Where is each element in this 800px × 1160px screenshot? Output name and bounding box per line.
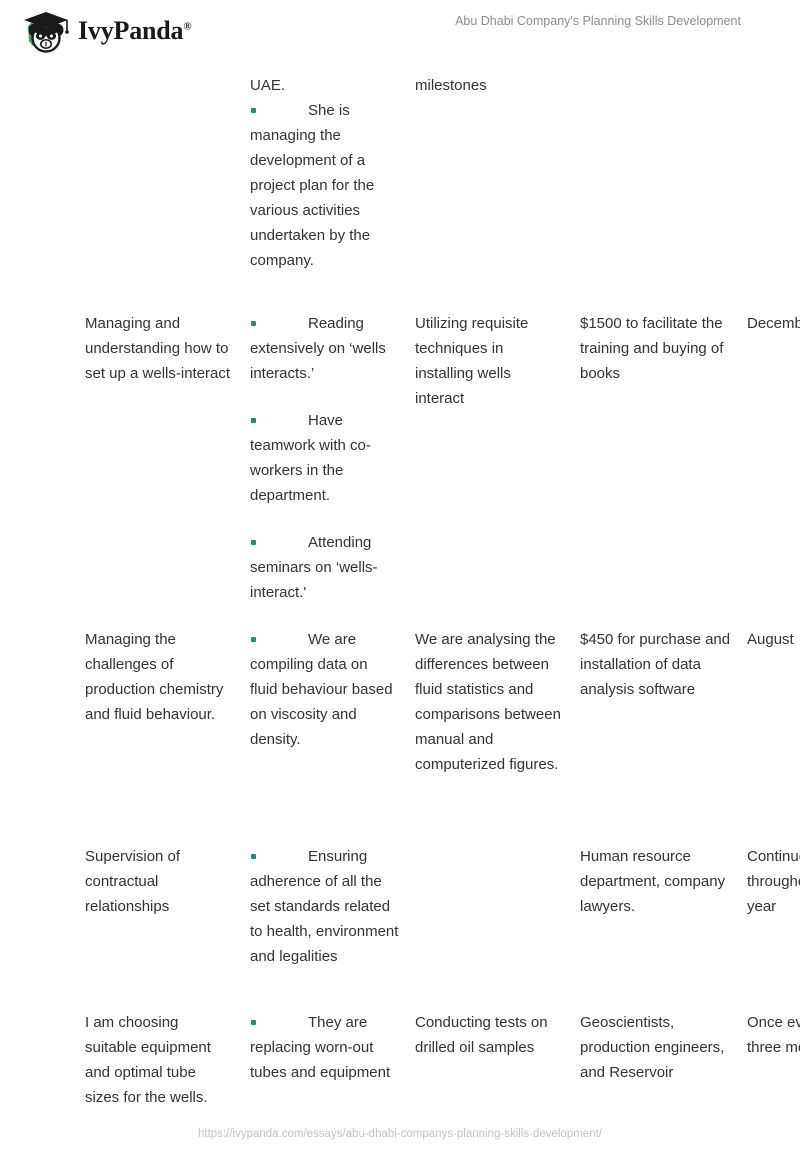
table-cell: Supervision of contractual relationships <box>85 833 250 930</box>
table-cell: UAE. She is managing the development of a… <box>250 62 415 284</box>
table-cell: December <box>747 300 800 347</box>
list-item: Have teamwork with co-workers in the dep… <box>250 412 371 504</box>
table-cell: I am choosing suitable equipment and opt… <box>85 999 250 1121</box>
table-cell: Reading extensively on ‘wells interacts.… <box>250 300 415 616</box>
bullet-dot-icon <box>251 108 256 113</box>
table-cell: Managing the challenges of production ch… <box>85 616 250 738</box>
cell-text: Conducting tests on drilled oil samples <box>415 1014 548 1056</box>
table-cell <box>415 833 580 855</box>
table-cell <box>580 62 747 84</box>
page-footer: https://ivypanda.com/essays/abu-dhabi-co… <box>0 1124 800 1142</box>
cell-text: Human resource department, company lawye… <box>580 848 726 915</box>
cell-text: We are analysing the differences between… <box>415 631 561 773</box>
ivypanda-logo[interactable]: IvyPanda® <box>18 8 192 54</box>
cell-text: Geoscientists, production engineers, and… <box>580 1014 725 1081</box>
table-row: Managing the challenges of production ch… <box>0 616 800 833</box>
table-gutter <box>0 62 85 84</box>
table-cell: Human resource department, company lawye… <box>580 833 747 930</box>
cell-text: Managing and understanding how to set up… <box>85 315 231 382</box>
table-cell: August <box>747 616 800 663</box>
brand-wordmark: IvyPanda® <box>78 16 192 45</box>
list-item: Attending seminars on ‘wells-interact.' <box>250 534 378 601</box>
plan-table: UAE. She is managing the development of a… <box>0 62 800 1121</box>
table-cell: Conducting tests on drilled oil samples <box>415 999 580 1071</box>
list-item: We are compiling data on fluid behaviour… <box>250 631 393 748</box>
list-item: Reading extensively on ‘wells interacts.… <box>250 315 386 382</box>
table-cell <box>85 62 250 84</box>
cell-text: December <box>747 315 800 332</box>
list-item: They are replacing worn-out tubes and eq… <box>250 1014 391 1081</box>
panda-graduate-logo-icon <box>24 12 69 53</box>
document-title: Abu Dhabi Company's Planning Skills Deve… <box>455 14 741 28</box>
table-row: I am choosing suitable equipment and opt… <box>0 999 800 1121</box>
bullet-dot-icon <box>251 854 256 859</box>
table-cell: Geoscientists, production engineers, and… <box>580 999 747 1096</box>
table-gutter <box>0 999 85 1021</box>
table-cell: milestones <box>415 62 580 109</box>
cell-text: $1500 to facilitate the training and buy… <box>580 315 724 382</box>
table-cell: Once every three months <box>747 999 800 1071</box>
cell-text: Managing the challenges of production ch… <box>85 631 224 723</box>
table-cell: Utilizing requisite techniques in instal… <box>415 300 580 422</box>
bullet-dot-icon <box>251 540 256 545</box>
list-item: She is managing the development of a pro… <box>250 102 375 269</box>
source-url: https://ivypanda.com/essays/abu-dhabi-co… <box>198 1128 602 1140</box>
cell-text: I am choosing suitable equipment and opt… <box>85 1014 211 1106</box>
table-cell: $450 for purchase and installation of da… <box>580 616 747 713</box>
cell-text: Continuous throughout the year <box>747 848 800 915</box>
cell-text: Utilizing requisite techniques in instal… <box>415 315 529 407</box>
table-cell: They are replacing worn-out tubes and eq… <box>250 999 415 1096</box>
cell-text: August <box>747 631 794 648</box>
table-cell: We are analysing the differences between… <box>415 616 580 788</box>
bullet-dot-icon <box>251 1020 256 1025</box>
table-cell: Continuous throughout the year <box>747 833 800 930</box>
table-cell: We are compiling data on fluid behaviour… <box>250 616 415 763</box>
page-header: IvyPanda® Abu Dhabi Company's Planning S… <box>0 0 800 62</box>
cell-text: UAE. <box>250 77 286 94</box>
table-cell: Ensuring adherence of all the set standa… <box>250 833 415 980</box>
table-gutter <box>0 300 85 322</box>
list-item: Ensuring adherence of all the set standa… <box>250 848 399 965</box>
bullet-dot-icon <box>251 637 256 642</box>
bullet-dot-icon <box>251 418 256 423</box>
table-row: Supervision of contractual relationships… <box>0 833 800 999</box>
table-row: UAE. She is managing the development of a… <box>0 62 800 300</box>
cell-text: $450 for purchase and installation of da… <box>580 631 731 698</box>
table-gutter <box>0 616 85 638</box>
table-cell <box>747 62 800 84</box>
table-cell: $1500 to facilitate the training and buy… <box>580 300 747 397</box>
table-gutter <box>0 833 85 855</box>
table-cell: Managing and understanding how to set up… <box>85 300 250 397</box>
registered-trademark-mark: ® <box>183 20 192 33</box>
table-row: Managing and understanding how to set up… <box>0 300 800 616</box>
cell-text: milestones <box>415 77 487 94</box>
cell-text: Once every three months <box>747 1014 800 1056</box>
brand-name-text: IvyPanda <box>78 16 184 45</box>
cell-text: Supervision of contractual relationships <box>85 848 181 915</box>
bullet-dot-icon <box>251 321 256 326</box>
